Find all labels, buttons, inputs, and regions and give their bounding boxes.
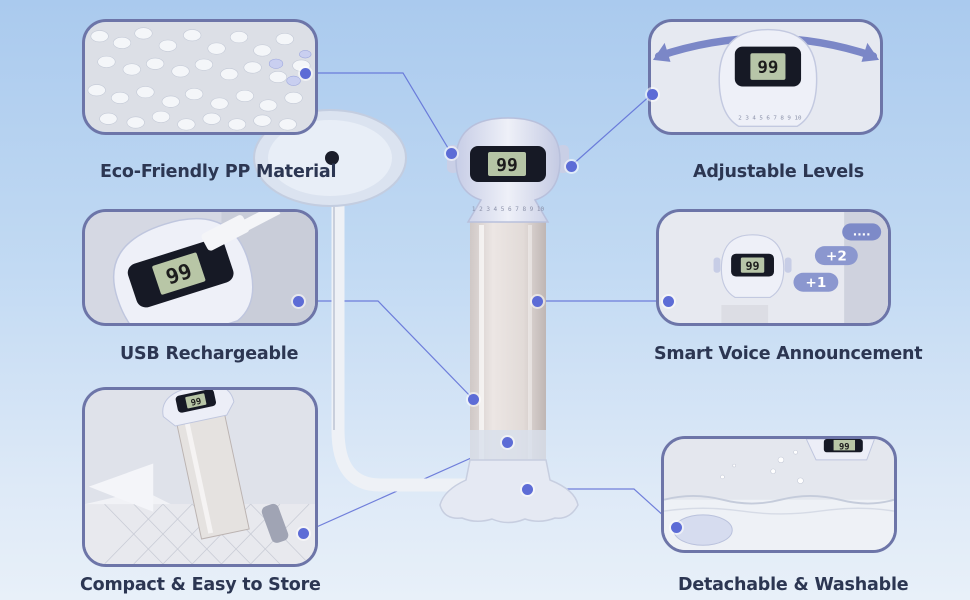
panel-usb: 99 [82, 209, 318, 326]
voice-badge-plus1-text: +1 [805, 276, 826, 291]
levels-lcd-value: 99 [757, 58, 778, 78]
panel-voice: 99 .... +2 +1 [656, 209, 891, 326]
feature-label: Smart Voice Announcement [654, 344, 923, 364]
panel-washable: 99 [661, 436, 897, 553]
panel-adjustable-levels: 99 2 3 4 5 6 7 8 9 10 [648, 19, 883, 135]
panel-eco-material [82, 19, 318, 135]
base [439, 459, 579, 524]
callout-dot [646, 88, 658, 100]
usb-image: 99 [85, 212, 315, 323]
feature-label: Eco-Friendly PP Material [100, 162, 337, 182]
washable-image: 99 [664, 439, 894, 550]
callout-dot [565, 160, 577, 172]
voice-badge-plus2 [814, 246, 858, 266]
callout-dot [670, 521, 682, 533]
callout-dot [299, 67, 311, 79]
lcd-value: 99 [496, 155, 518, 176]
compact-image: 99 [85, 390, 315, 564]
folded-funnel [88, 463, 154, 512]
voice-image: 99 .... +2 +1 [659, 212, 888, 323]
connector-usb [298, 300, 474, 400]
feature-label: Adjustable Levels [693, 162, 864, 182]
voice-badge-plus2-text: +2 [826, 250, 847, 265]
pellets-image [85, 22, 315, 132]
callout-dot [501, 436, 513, 448]
compact-lcd-value: 99 [190, 397, 202, 409]
more-badge [842, 223, 882, 241]
callout-dot [292, 295, 304, 307]
more-badge-text: .... [853, 225, 871, 239]
feature-label: Compact & Easy to Store [80, 575, 321, 595]
voice-badge-plus1 [793, 272, 839, 292]
svg-text:2 3 4 5 6 7 8 9 10: 2 3 4 5 6 7 8 9 10 [738, 116, 802, 122]
callout-dot [662, 295, 674, 307]
callout-dot [467, 393, 479, 405]
panel-compact: 99 [82, 387, 318, 567]
callout-dot [531, 295, 543, 307]
callout-dot [521, 483, 533, 495]
detached-funnel [673, 514, 733, 546]
feature-label: Detachable & Washable [678, 575, 909, 595]
svg-text:1 2 3 4 5 6 7 8 9 10: 1 2 3 4 5 6 7 8 9 10 [472, 206, 545, 213]
connector-eco [305, 72, 452, 154]
connector-levels [570, 93, 653, 167]
lcd-screen [488, 152, 526, 176]
callout-dot [445, 147, 457, 159]
levels-image: 99 2 3 4 5 6 7 8 9 10 [651, 22, 880, 132]
callout-dot [297, 527, 309, 539]
wash-lcd-value: 99 [839, 443, 850, 453]
funnel-hole [325, 151, 339, 165]
usb-plug [201, 215, 250, 251]
hose [331, 173, 472, 492]
feature-label: USB Rechargeable [120, 344, 299, 364]
voice-lcd-value: 99 [746, 259, 760, 273]
